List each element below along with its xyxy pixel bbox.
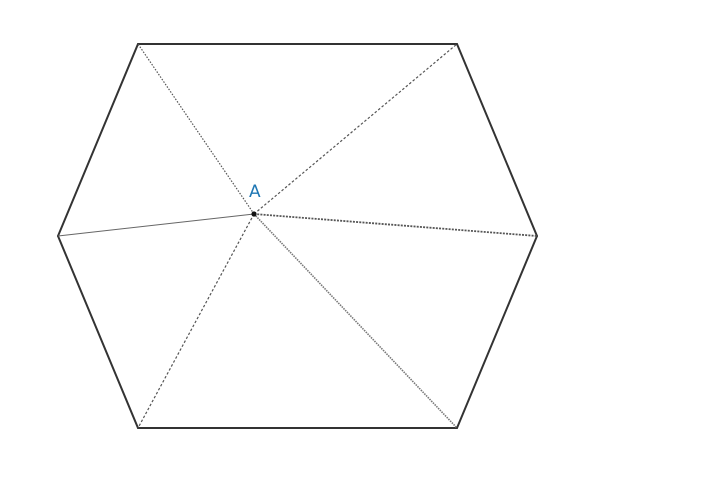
- spoke-to-right-vertex: [253, 213, 538, 237]
- spoke-to-top-right-vertex: [253, 43, 458, 215]
- hexagon-edge-upper-left: [57, 43, 139, 237]
- spoke-to-top-left-vertex: [137, 43, 255, 215]
- hexagon-edge-lower-right: [456, 235, 538, 429]
- hexagon-edge-lower-left: [57, 235, 139, 429]
- spoke-to-bottom-right-vertex: [253, 213, 458, 429]
- point-a-label: A: [249, 182, 261, 202]
- hexagon-edge-upper-right: [456, 43, 538, 237]
- spoke-to-left-vertex: [57, 213, 255, 237]
- point-a-dot: [251, 211, 257, 217]
- spokes: [57, 43, 538, 429]
- spoke-to-bottom-left-vertex: [137, 213, 255, 429]
- hexagon-outline: [57, 43, 538, 429]
